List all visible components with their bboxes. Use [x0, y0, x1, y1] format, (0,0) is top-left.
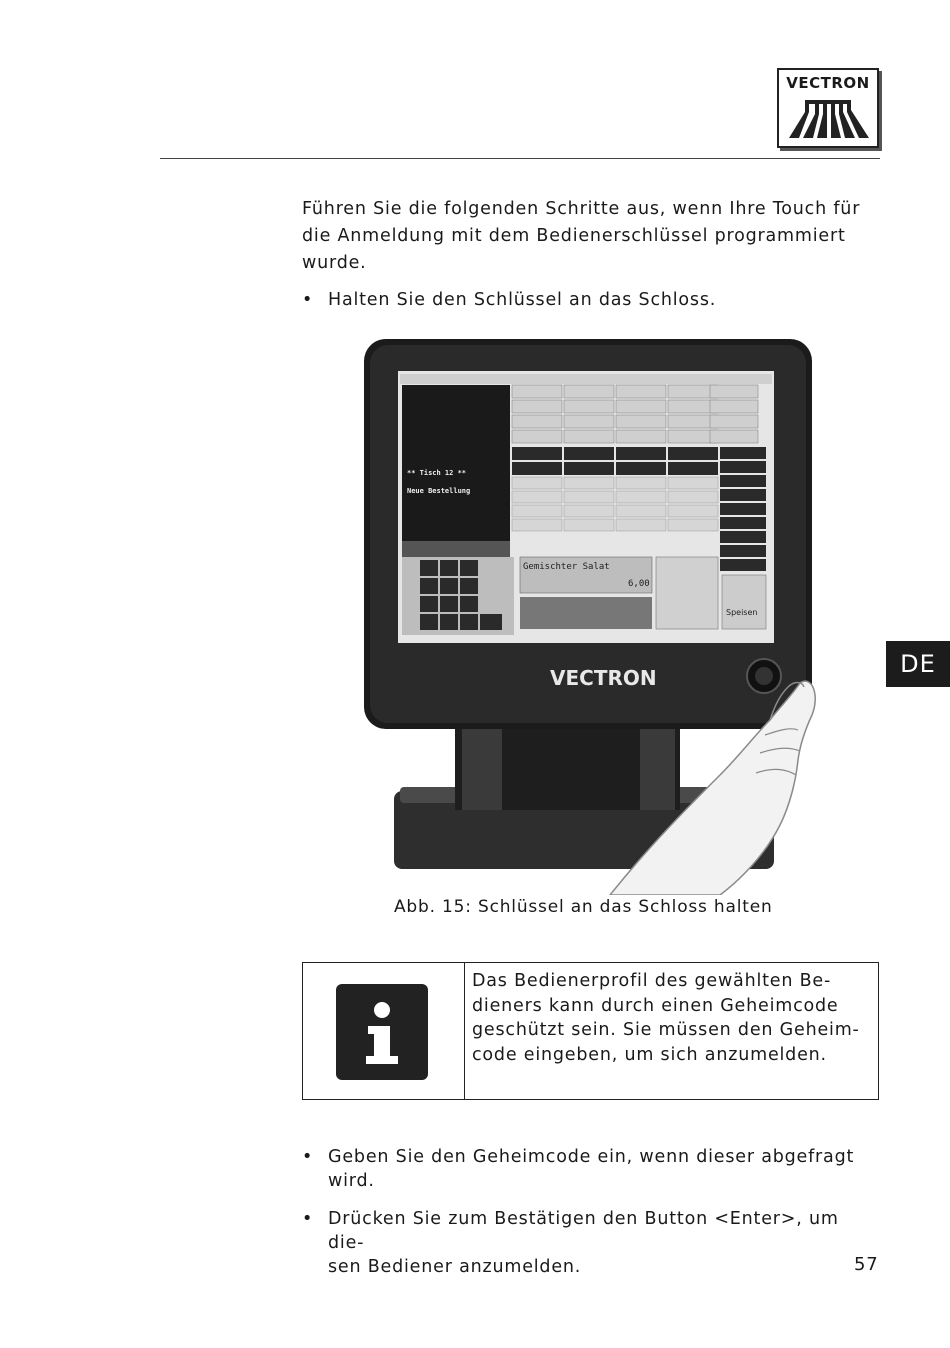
logo-bars-icon: [789, 100, 869, 138]
bullet-item: • Halten Sie den Schlüssel an das Schlos…: [302, 288, 872, 312]
vectron-logo: VECTRON: [777, 68, 879, 148]
intro-paragraph: Führen Sie die folgenden Schritte aus, w…: [302, 199, 861, 273]
note-line: geschützt sein. Sie müssen den Geheim-: [472, 1020, 860, 1040]
page-number: 57: [854, 1254, 879, 1275]
note-line: dieners kann durch einen Geheimcode: [472, 995, 839, 1016]
svg-text:Gemischter Salat: Gemischter Salat: [523, 562, 610, 572]
bullet-dot: •: [302, 1209, 314, 1229]
svg-text:6,00: 6,00: [628, 579, 650, 589]
note-text: Das Bedienerprofil des gewählten Be- die…: [472, 969, 867, 1067]
svg-text:Speisen: Speisen: [726, 608, 757, 617]
svg-text:Neue Bestellung: Neue Bestellung: [407, 487, 470, 495]
note-line: Das Bedienerprofil des gewählten Be-: [472, 971, 832, 991]
bullet-text: Geben Sie den Geheimcode ein, wenn diese…: [328, 1145, 872, 1193]
bullet-item: • Drücken Sie zum Bestätigen den Button …: [302, 1207, 872, 1279]
bullet-line: Geben Sie den Geheimcode ein, wenn diese…: [328, 1147, 855, 1167]
pos-terminal-illustration: ** Tisch 12 ** Neue Bestellung Gemischte…: [364, 339, 816, 896]
info-icon: [336, 984, 428, 1080]
bullet-text: Halten Sie den Schlüssel an das Schloss.: [328, 290, 717, 310]
bullet-dot: •: [302, 1147, 314, 1167]
pos-terminal-figure: ** Tisch 12 ** Neue Bestellung Gemischte…: [360, 335, 830, 896]
bullet-dot: •: [302, 290, 314, 310]
info-note-box: Das Bedienerprofil des gewählten Be- die…: [302, 962, 879, 1100]
logo-text: VECTRON: [786, 74, 870, 92]
header-rule: [160, 158, 880, 159]
bullet-line: sen Bediener anzumelden.: [328, 1257, 582, 1277]
bullet-item: • Geben Sie den Geheimcode ein, wenn die…: [302, 1145, 872, 1193]
bullet-line: wird.: [328, 1171, 375, 1191]
svg-text:** Tisch 12 **: ** Tisch 12 **: [407, 469, 466, 477]
svg-text:VECTRON: VECTRON: [550, 666, 657, 690]
figure-caption: Abb. 15: Schlüssel an das Schloss halten: [394, 897, 773, 917]
note-line: code eingeben, um sich anzumelden.: [472, 1044, 827, 1065]
bullet-text: Drücken Sie zum Bestätigen den Button <E…: [328, 1207, 872, 1279]
note-icon-cell: [303, 963, 465, 1099]
language-tab: DE: [886, 641, 950, 687]
bullet-line: Drücken Sie zum Bestätigen den Button <E…: [328, 1209, 839, 1253]
